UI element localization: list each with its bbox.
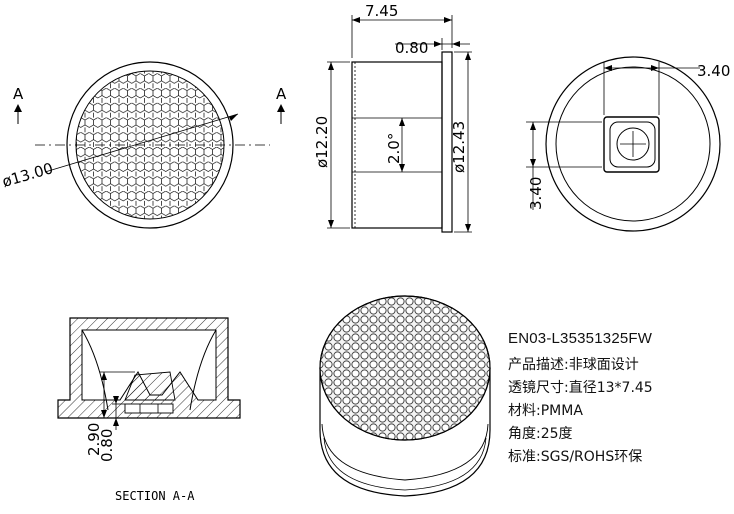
product-model: EN03-L35351325FW [508, 330, 653, 347]
square-width-label: 3.40 [697, 62, 730, 80]
section-view [57, 317, 241, 430]
product-info-panel: EN03-L35351325FW 产品描述:非球面设计 透镜尺寸:直径13*7.… [508, 330, 728, 469]
section-height-label: 2.90 [85, 423, 103, 456]
draft-angle-label: 2.0° [385, 133, 403, 164]
isometric-view [319, 295, 491, 497]
section-mark-right: A [276, 85, 287, 103]
flange-thickness-label: 0.80 [395, 39, 428, 57]
flange-diameter-label: ø12.43 [450, 121, 468, 173]
side-view [327, 15, 472, 233]
outer-diameter-label: ø13.00 [0, 159, 55, 191]
product-angle: 角度:25度 [508, 426, 573, 442]
section-step-label: 0.80 [98, 429, 116, 462]
lens-diameter-label: ø12.20 [313, 116, 331, 168]
product-material: 材料:PMMA [508, 403, 583, 419]
section-caption: SECTION A-A [115, 489, 195, 503]
square-height-label: 3.40 [527, 177, 545, 210]
back-view [526, 56, 721, 232]
section-mark-left: A [13, 85, 24, 103]
front-view [14, 61, 285, 229]
product-description: 产品描述:非球面设计 [508, 357, 639, 373]
product-standard: 标准:SGS/ROHS环保 [508, 449, 643, 465]
total-length-label: 7.45 [365, 2, 398, 20]
product-size: 透镜尺寸:直径13*7.45 [508, 380, 653, 396]
